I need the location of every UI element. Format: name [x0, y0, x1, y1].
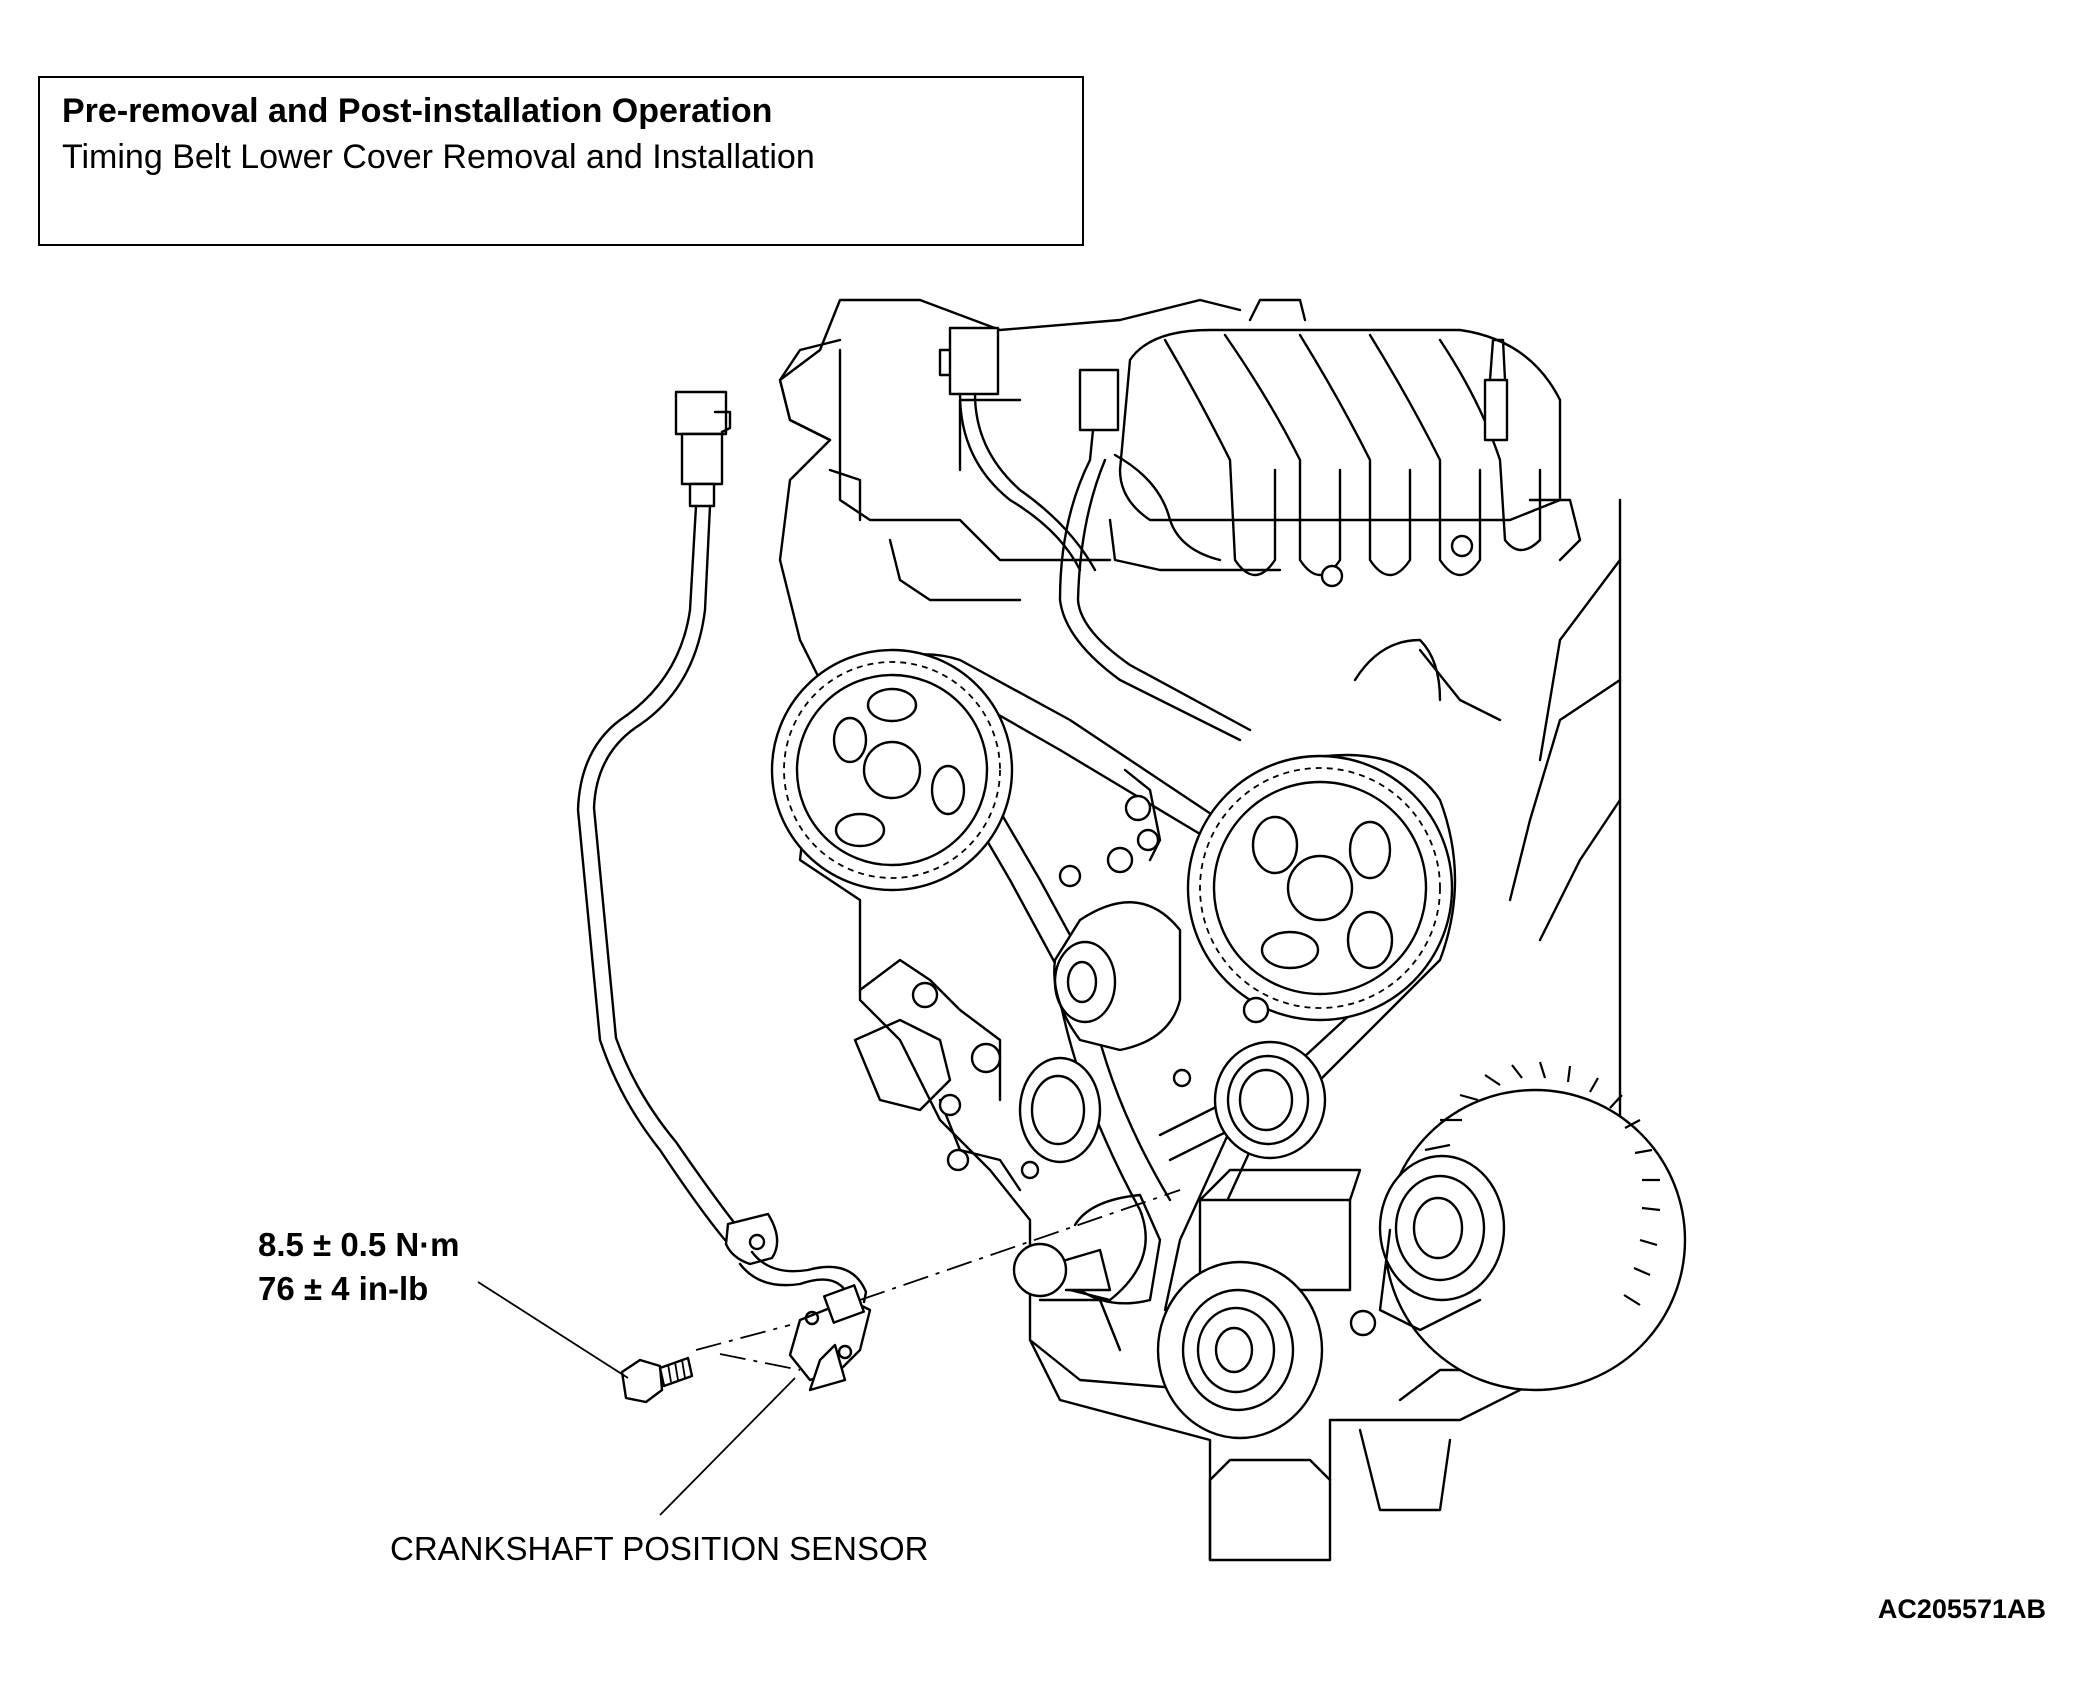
mounting-bolt: [620, 1356, 694, 1404]
cylinder-head: [778, 338, 1112, 602]
engine-block: [778, 298, 1622, 1562]
right-cam-sprocket: [1186, 754, 1454, 1022]
sensor-harness: [576, 390, 868, 1312]
installation-guide-lines: [477, 1189, 1181, 1516]
intake-manifold: [1108, 298, 1582, 588]
operation-title: Pre-removal and Post-installation Operat…: [62, 92, 773, 130]
left-bracket-assembly: [853, 958, 1102, 1192]
operation-info-box: Pre-removal and Post-installation Operat…: [38, 76, 1084, 246]
idler-pulley: [1053, 768, 1182, 1052]
torque-spec-metric: 8.5 ± 0.5 N·m: [258, 1226, 460, 1263]
sensor-label: CRANKSHAFT POSITION SENSOR: [390, 1530, 929, 1567]
torque-spec-imperial: 76 ± 4 in-lb: [258, 1270, 429, 1307]
engine-harness: [938, 326, 1502, 742]
crankshaft-position-sensor: [788, 1284, 872, 1392]
alternator: [1378, 1061, 1687, 1392]
tensioner-pulley: [1172, 996, 1327, 1160]
left-cam-sprocket: [770, 648, 1014, 892]
figure-code: AC205571AB: [1877, 1594, 2046, 1624]
operation-subtitle: Timing Belt Lower Cover Removal and Inst…: [62, 138, 815, 176]
crankshaft-sprocket: [1012, 1168, 1377, 1440]
